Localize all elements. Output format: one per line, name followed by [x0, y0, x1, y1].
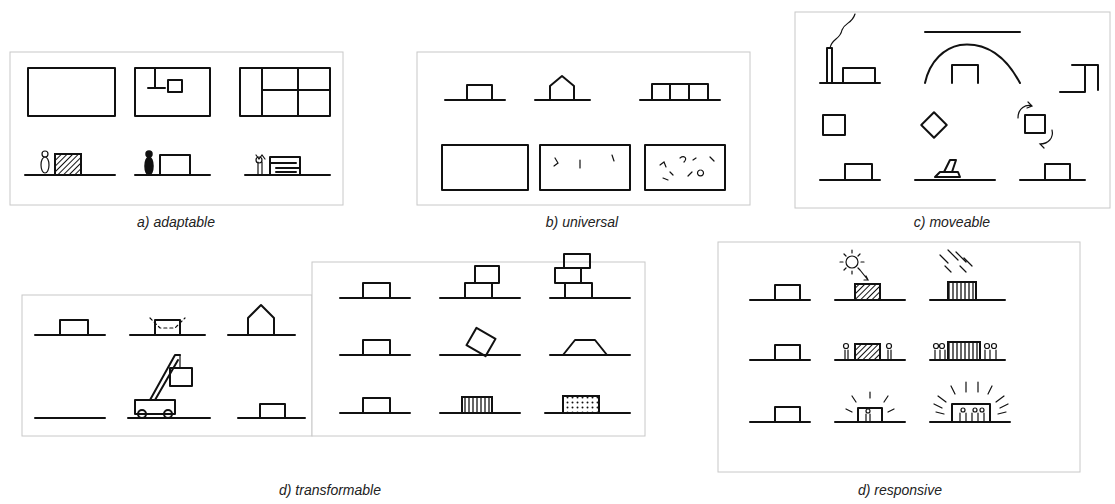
sketch-panel	[10, 52, 343, 205]
sketch-panel	[22, 295, 312, 436]
adaptable-sketch	[25, 68, 330, 175]
panel-caption: d) transformable	[279, 482, 381, 498]
panel-caption: c) moveable	[914, 214, 990, 230]
transformable-sketch	[35, 305, 305, 418]
transformable-sketch	[340, 254, 630, 413]
sketch-panel	[795, 12, 1110, 208]
universal-sketch	[442, 76, 725, 190]
sketch-panel	[417, 52, 750, 205]
panel-caption: a) adaptable	[137, 214, 215, 230]
panel-caption: b) universal	[546, 214, 618, 230]
responsive-sketch	[750, 250, 1010, 422]
sketch-panel	[718, 242, 1080, 472]
sketch-panel	[312, 262, 645, 436]
panel-caption: d) responsive	[858, 482, 942, 498]
moveable-sketch	[820, 14, 1098, 180]
